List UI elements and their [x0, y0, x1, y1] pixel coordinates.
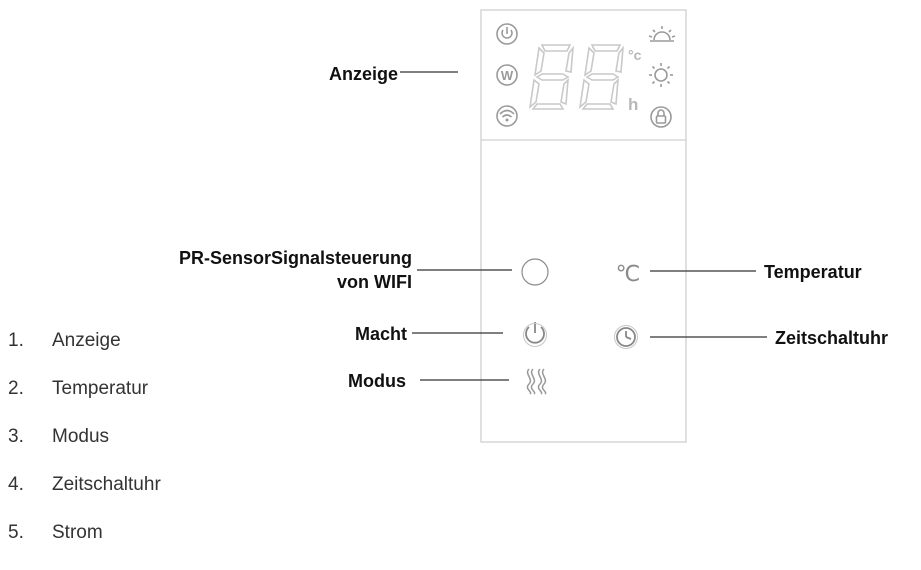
celsius-unit: °c	[628, 47, 642, 63]
mode-button[interactable]	[526, 368, 547, 395]
seven-segment-digit-2	[578, 44, 625, 110]
legend-number: 4.	[8, 474, 24, 495]
legend-item: 1. Anzeige	[8, 330, 161, 378]
power-icon	[523, 322, 547, 347]
legend-label: Anzeige	[52, 330, 121, 351]
sensor-label-line2: von WIFI	[337, 272, 412, 292]
clock-icon	[614, 325, 638, 349]
legend-number: 1.	[8, 330, 24, 351]
hours-unit: h	[628, 95, 638, 114]
legend-item: 2. Temperatur	[8, 378, 161, 426]
legend-item: 5. Strom	[8, 522, 161, 570]
sensor-label-line1: PR-SensorSignalsteuerung	[179, 248, 412, 268]
legend-number: 3.	[8, 426, 24, 447]
sun-icon	[649, 63, 673, 87]
legend-number: 2.	[8, 378, 24, 399]
legend-label: Zeitschaltuhr	[52, 474, 161, 495]
temperature-label: Temperatur	[764, 262, 862, 282]
w-icon-letter: W	[501, 68, 514, 83]
wifi-indicator-icon	[496, 105, 518, 127]
power-button[interactable]	[523, 322, 547, 347]
lock-indicator-icon	[650, 106, 672, 128]
sunrise-icon	[648, 26, 676, 42]
power-indicator-icon	[496, 23, 518, 45]
legend-item: 4. Zeitschaltuhr	[8, 474, 161, 522]
legend-label: Strom	[52, 522, 103, 543]
w-mode-indicator-icon: W	[496, 64, 518, 86]
timer-label: Zeitschaltuhr	[775, 328, 888, 348]
timer-button[interactable]	[614, 325, 638, 349]
legend-label: Temperatur	[52, 378, 149, 399]
heat-waves-icon	[526, 368, 547, 395]
legend-number: 5.	[8, 522, 24, 543]
display-label: Anzeige	[329, 64, 398, 84]
numbered-legend: 1. Anzeige 2. Temperatur 3. Modus 4. Zeitsch…	[8, 330, 161, 570]
temperature-button[interactable]: ℃	[616, 262, 641, 287]
legend-label: Modus	[52, 426, 110, 447]
mode-label: Modus	[348, 371, 406, 391]
pir-sensor-wifi	[521, 258, 549, 286]
legend-item: 3. Modus	[8, 426, 161, 474]
seven-segment-digit-1	[528, 44, 575, 110]
power-label: Macht	[355, 324, 407, 344]
